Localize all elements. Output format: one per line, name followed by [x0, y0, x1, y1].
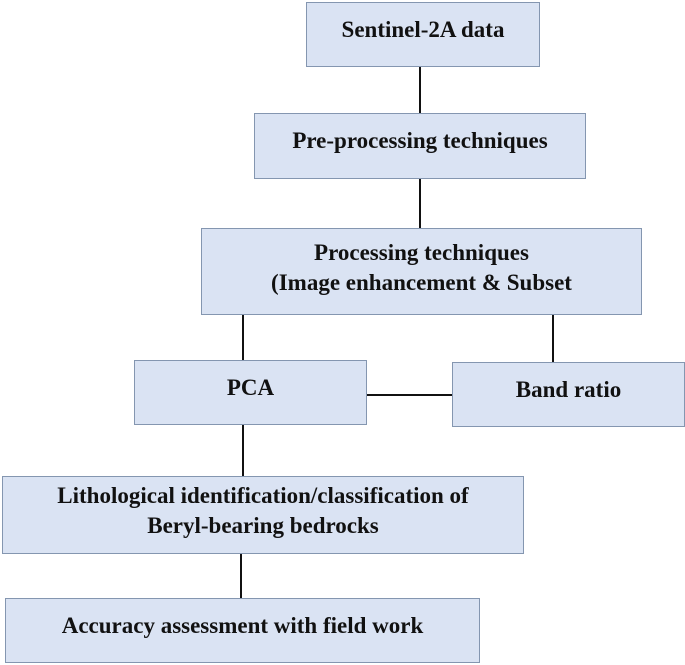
pca-box: PCA: [134, 360, 367, 425]
processing-techniques-box: Processing techniques (Image enhancement…: [201, 228, 642, 315]
sentinel-data-label: Sentinel-2A data: [341, 16, 505, 42]
lithological-identification-box: Lithological identification/classificati…: [2, 476, 524, 554]
pre-processing-label: Pre-processing techniques: [292, 128, 548, 153]
sentinel-data-box: Sentinel-2A data: [306, 2, 540, 67]
lithological-label-line1: Lithological identification/classificati…: [57, 483, 469, 508]
pre-processing-box: Pre-processing techniques: [254, 113, 586, 179]
lithological-label-line2: Beryl-bearing bedrocks: [147, 513, 379, 538]
connector-pca-to-lithological: [242, 425, 244, 476]
band-ratio-label: Band ratio: [515, 376, 622, 402]
connector-preprocessing-to-processing: [419, 179, 421, 228]
connector-pca-to-band-ratio: [367, 394, 452, 396]
accuracy-assessment-label: Accuracy assessment with field work: [61, 612, 424, 638]
connector-processing-to-pca: [242, 315, 244, 360]
processing-techniques-label-line1: Processing techniques: [314, 239, 529, 265]
processing-techniques-label-line2: (Image enhancement & Subset: [271, 269, 572, 295]
connector-processing-to-band-ratio: [552, 315, 554, 362]
connector-sentinel-to-preprocessing: [419, 67, 421, 113]
accuracy-assessment-box: Accuracy assessment with field work: [5, 598, 480, 663]
pca-label: PCA: [226, 374, 275, 400]
band-ratio-box: Band ratio: [452, 362, 685, 427]
connector-lithological-to-accuracy: [240, 554, 242, 598]
